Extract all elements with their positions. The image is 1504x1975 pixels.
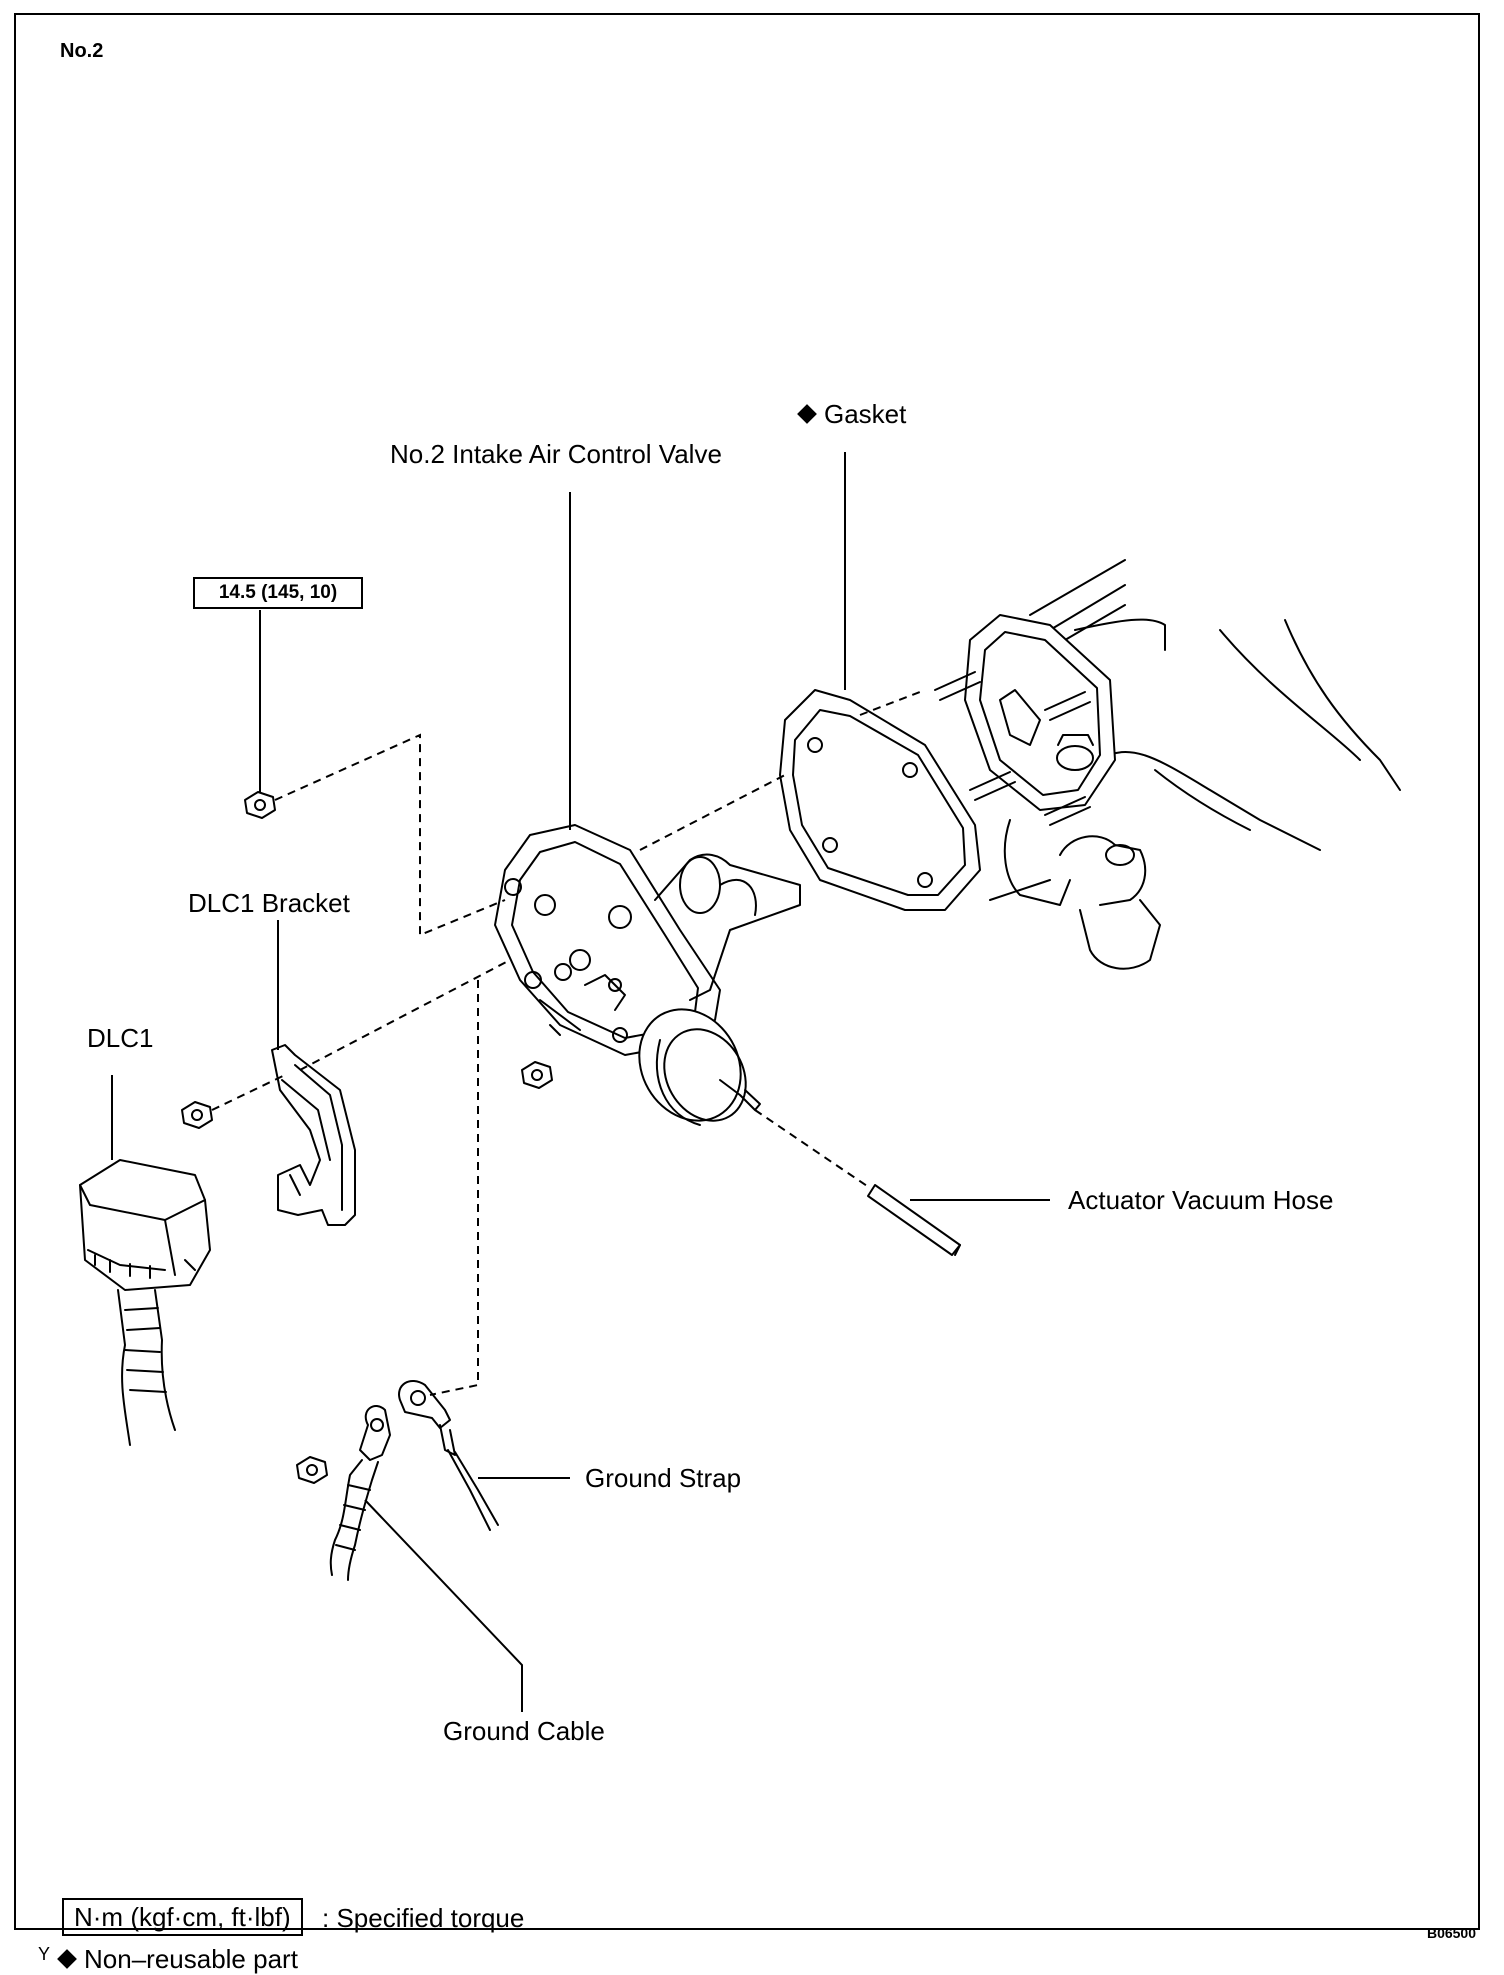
dlc1-label: DLC1	[87, 1023, 154, 1053]
torque-unit-box: N·m (kgf·cm, ft·lbf)	[62, 1898, 303, 1936]
nut-ground	[296, 1456, 328, 1484]
actuator-vacuum-hose-part	[867, 1184, 961, 1256]
ground-strap-label: Ground Strap	[585, 1463, 742, 1493]
intake-valve-label: No.2 Intake Air Control Valve	[390, 439, 722, 469]
intake-manifold	[934, 559, 1401, 970]
ground-strap-part	[398, 1380, 499, 1531]
ground-cable-part	[329, 1405, 391, 1581]
intake-air-control-valve	[494, 824, 801, 1126]
gasket-label: Gasket	[797, 401, 906, 427]
nonreusable-legend: Non–reusable part	[57, 1944, 298, 1975]
leader-ground-cable	[364, 1499, 523, 1712]
diagram-frame	[14, 13, 1480, 1930]
torque-legend-desc: : Specified torque	[322, 1903, 525, 1933]
dlc1-bracket-label: DLC1 Bracket	[188, 888, 350, 918]
nut-valve	[521, 1061, 553, 1089]
nonreusable-icon	[797, 404, 817, 425]
page-title: No.2	[60, 40, 104, 62]
dlc1-bracket-part	[271, 1044, 356, 1226]
nut-top	[244, 791, 276, 819]
actuator-hose-label: Actuator Vacuum Hose	[1068, 1185, 1334, 1215]
ground-cable-label: Ground Cable	[443, 1716, 605, 1746]
dlc1-connector	[79, 1159, 211, 1446]
side-mark: Y	[38, 1944, 51, 1964]
figure-code: B06500	[1426, 1925, 1476, 1941]
gasket-part	[779, 689, 981, 911]
nonreusable-legend-icon	[57, 1949, 77, 1970]
torque-spec-label: 14.5 (145, 10)	[193, 577, 363, 609]
nut-bracket	[181, 1101, 213, 1129]
